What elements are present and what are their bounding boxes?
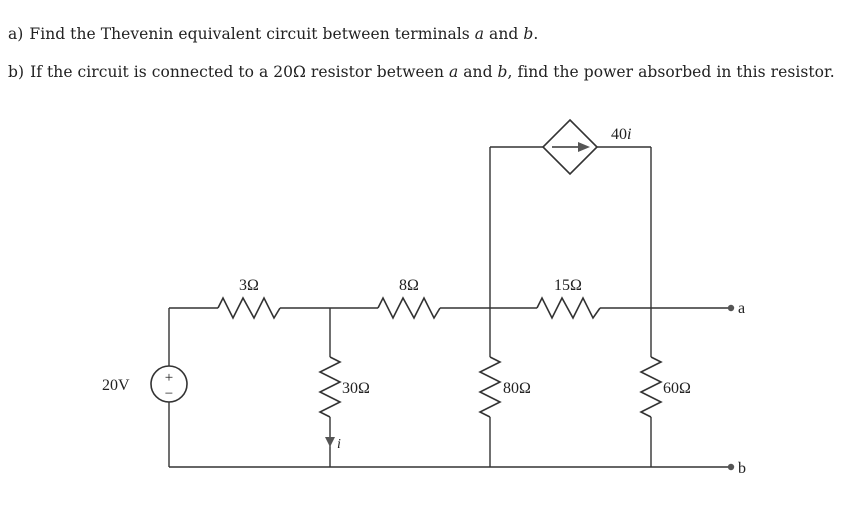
terminal-b-ref: b bbox=[497, 63, 508, 81]
resistor-3ohm: 3Ω bbox=[217, 277, 281, 320]
voltage-source-circle-icon bbox=[150, 365, 188, 403]
resistor-60ohm: 60Ω bbox=[639, 356, 691, 418]
resistor-8ohm-label: 8Ω bbox=[399, 277, 419, 294]
resistor-30ohm-label: 30Ω bbox=[342, 380, 370, 397]
resistor-80ohm: 80Ω bbox=[478, 356, 531, 418]
resistor-15ohm-label: 15Ω bbox=[554, 277, 582, 294]
resistor-3ohm-label: 3Ω bbox=[239, 277, 259, 294]
terminal-a: a bbox=[727, 300, 745, 317]
question-b-label: b) bbox=[8, 63, 25, 81]
resistor-80ohm-label: 80Ω bbox=[503, 380, 531, 397]
resistor-30ohm: 30Ω i bbox=[318, 356, 370, 452]
resistor-60ohm-label: 60Ω bbox=[663, 380, 691, 397]
source-minus: − bbox=[165, 386, 173, 402]
terminal-a-dot-icon bbox=[727, 304, 735, 312]
dependent-current-source: 40i bbox=[541, 118, 631, 176]
question-b-text: If the circuit is connected to a 20Ω res… bbox=[30, 63, 449, 81]
resistor-15ohm: 15Ω bbox=[536, 277, 601, 320]
question-b-end: , find the power absorbed in this resist… bbox=[507, 63, 835, 81]
question-a-end: . bbox=[533, 25, 539, 43]
question-b: b) If the circuit is connected to a 20Ω r… bbox=[8, 63, 835, 81]
question-a-label: a) bbox=[8, 25, 24, 43]
dependent-source-label: 40i bbox=[611, 126, 631, 143]
wires bbox=[168, 146, 728, 468]
question-a-text: Find the Thevenin equivalent circuit bet… bbox=[29, 25, 475, 43]
source-plus: + bbox=[165, 370, 173, 386]
terminal-b-label: b bbox=[738, 460, 746, 477]
question-a-and: and bbox=[484, 25, 524, 43]
question-a: a) Find the Thevenin equivalent circuit b… bbox=[8, 25, 538, 43]
terminal-a-ref: a bbox=[474, 25, 485, 43]
terminal-a-label: a bbox=[738, 300, 745, 317]
voltage-source: + − 20V bbox=[102, 365, 188, 403]
resistor-8ohm: 8Ω bbox=[377, 277, 441, 320]
current-i-label: i bbox=[337, 437, 341, 452]
terminal-b-ref: b bbox=[523, 25, 534, 43]
arrow-right-icon bbox=[578, 142, 590, 152]
terminal-a-ref: a bbox=[448, 63, 459, 81]
current-arrow-icon bbox=[325, 437, 335, 447]
terminal-b-dot-icon bbox=[727, 463, 735, 471]
terminal-b: b bbox=[727, 460, 746, 477]
question-b-and: and bbox=[458, 63, 498, 81]
source-value-label: 20V bbox=[102, 377, 130, 394]
